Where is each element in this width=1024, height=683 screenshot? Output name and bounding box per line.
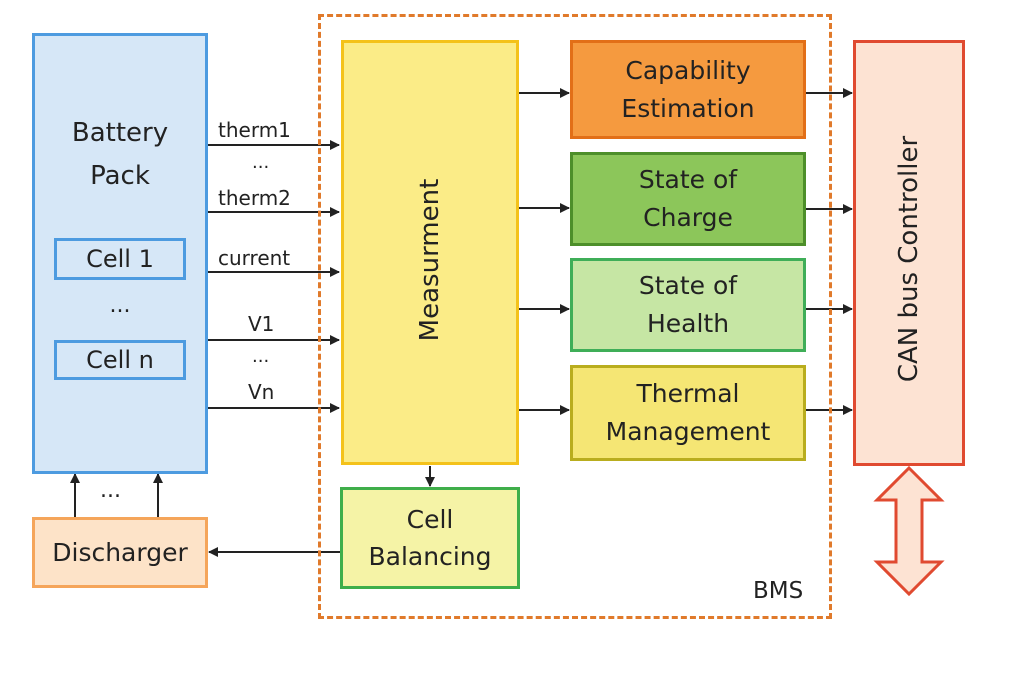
battery-pack-title-line1: Battery [71,118,169,148]
discharger-label: Discharger [52,538,188,567]
cell-1-label: Cell 1 [86,245,154,273]
battery-pack-title-line2: Pack [90,161,150,191]
bms-boundary [318,14,832,619]
thermal-line1: Thermal [636,379,740,408]
discharger-block: Discharger [32,517,208,588]
cell-n-box: Cell n [54,340,186,380]
signal-therm2: therm2 [218,186,291,210]
balancing-line1: Cell [406,505,454,534]
soc-line1: State of [638,165,738,194]
bms-label: BMS [753,578,804,604]
soh-line1: State of [638,271,738,300]
cell-n-label: Cell n [86,346,154,374]
discharger-ellipsis: ... [100,478,121,503]
cells-ellipsis: ... [109,293,131,318]
soh-line2: Health [646,309,730,338]
signal-therm1: therm1 [218,118,291,142]
measurement-block [341,40,519,465]
signal-v1: V1 [248,312,275,336]
signal-v-ellipsis: ... [252,346,270,367]
measurement-label: Measurment [415,178,445,342]
signal-vn: Vn [248,380,275,404]
thermal-management-block: Thermal Management [570,365,806,461]
signal-current: current [218,246,291,270]
cell-1-box: Cell 1 [54,238,186,280]
capability-line1: Capability [625,55,751,85]
state-of-health-block: State of Health [570,258,806,352]
capability-line2: Estimation [621,93,755,123]
can-bus-double-arrow [873,465,945,597]
state-of-charge-block: State of Charge [570,152,806,246]
cell-balancing-block: Cell Balancing [340,487,520,589]
can-bus-controller-label: CAN bus Controller [894,135,924,383]
balancing-line2: Balancing [368,542,492,571]
soc-line2: Charge [643,203,733,232]
thermal-line2: Management [605,417,771,446]
signal-therm-ellipsis: ... [252,152,270,173]
can-bus-controller-block [853,40,965,466]
capability-estimation-block: Capability Estimation [570,40,806,139]
